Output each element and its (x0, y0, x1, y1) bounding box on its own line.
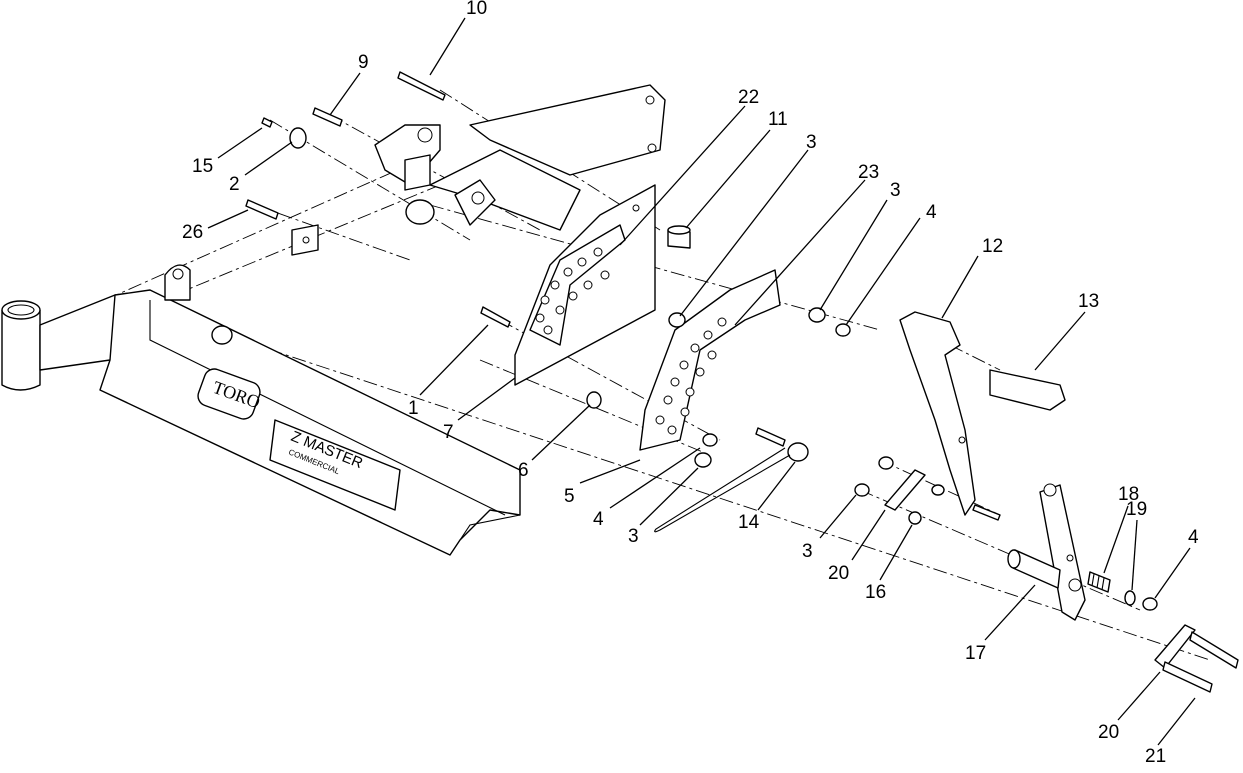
callout-20-a: 20 (828, 563, 849, 584)
linkage-plate-upper (854, 456, 945, 525)
quadrant-plate (639, 269, 781, 451)
callout-4-c: 4 (1188, 527, 1199, 548)
callout-4-b: 4 (593, 509, 604, 530)
hitch-pin (654, 427, 809, 533)
callout-18: 18 (1118, 484, 1139, 505)
callout-22: 22 (738, 87, 759, 108)
callout-11: 11 (768, 109, 788, 130)
callout-20-b: 20 (1098, 722, 1119, 743)
linkage-plate-lower (1154, 624, 1239, 693)
mower-frame: TORO Z MASTER COMMERCIAL (1, 264, 521, 556)
callout-14: 14 (738, 512, 760, 533)
callout-9: 9 (358, 52, 369, 73)
callout-6: 6 (518, 460, 529, 481)
pivot-lever (1007, 483, 1086, 621)
callout-labels: 10 9 15 2 26 22 11 3 23 3 4 12 13 1 7 6 … (182, 0, 1199, 767)
callout-3-d: 3 (802, 541, 813, 562)
leader-lines (207, 17, 1196, 746)
callout-4-a: 4 (926, 202, 937, 223)
callout-17: 17 (965, 643, 986, 664)
control-plate (514, 184, 656, 386)
callout-7: 7 (443, 422, 454, 443)
callout-3-c: 3 (628, 526, 639, 547)
callout-3-a: 3 (806, 132, 817, 153)
upper-fasteners (245, 71, 446, 220)
spring-assembly (1087, 571, 1158, 611)
callout-5: 5 (564, 486, 575, 507)
callout-13: 13 (1078, 291, 1099, 312)
callout-21: 21 (1145, 746, 1166, 767)
callout-19: 19 (1126, 499, 1147, 520)
callout-2: 2 (229, 174, 240, 195)
foot-pedal (899, 311, 1066, 521)
callout-3-b: 3 (890, 180, 901, 201)
callout-26: 26 (182, 222, 203, 243)
upper-bracket (291, 84, 666, 256)
callout-15: 15 (192, 156, 213, 177)
callout-1: 1 (408, 398, 419, 419)
spacers-and-nuts (480, 225, 851, 468)
callout-10: 10 (466, 0, 487, 19)
callout-23: 23 (858, 162, 879, 183)
callout-16: 16 (865, 582, 886, 603)
callout-12: 12 (982, 236, 1003, 257)
